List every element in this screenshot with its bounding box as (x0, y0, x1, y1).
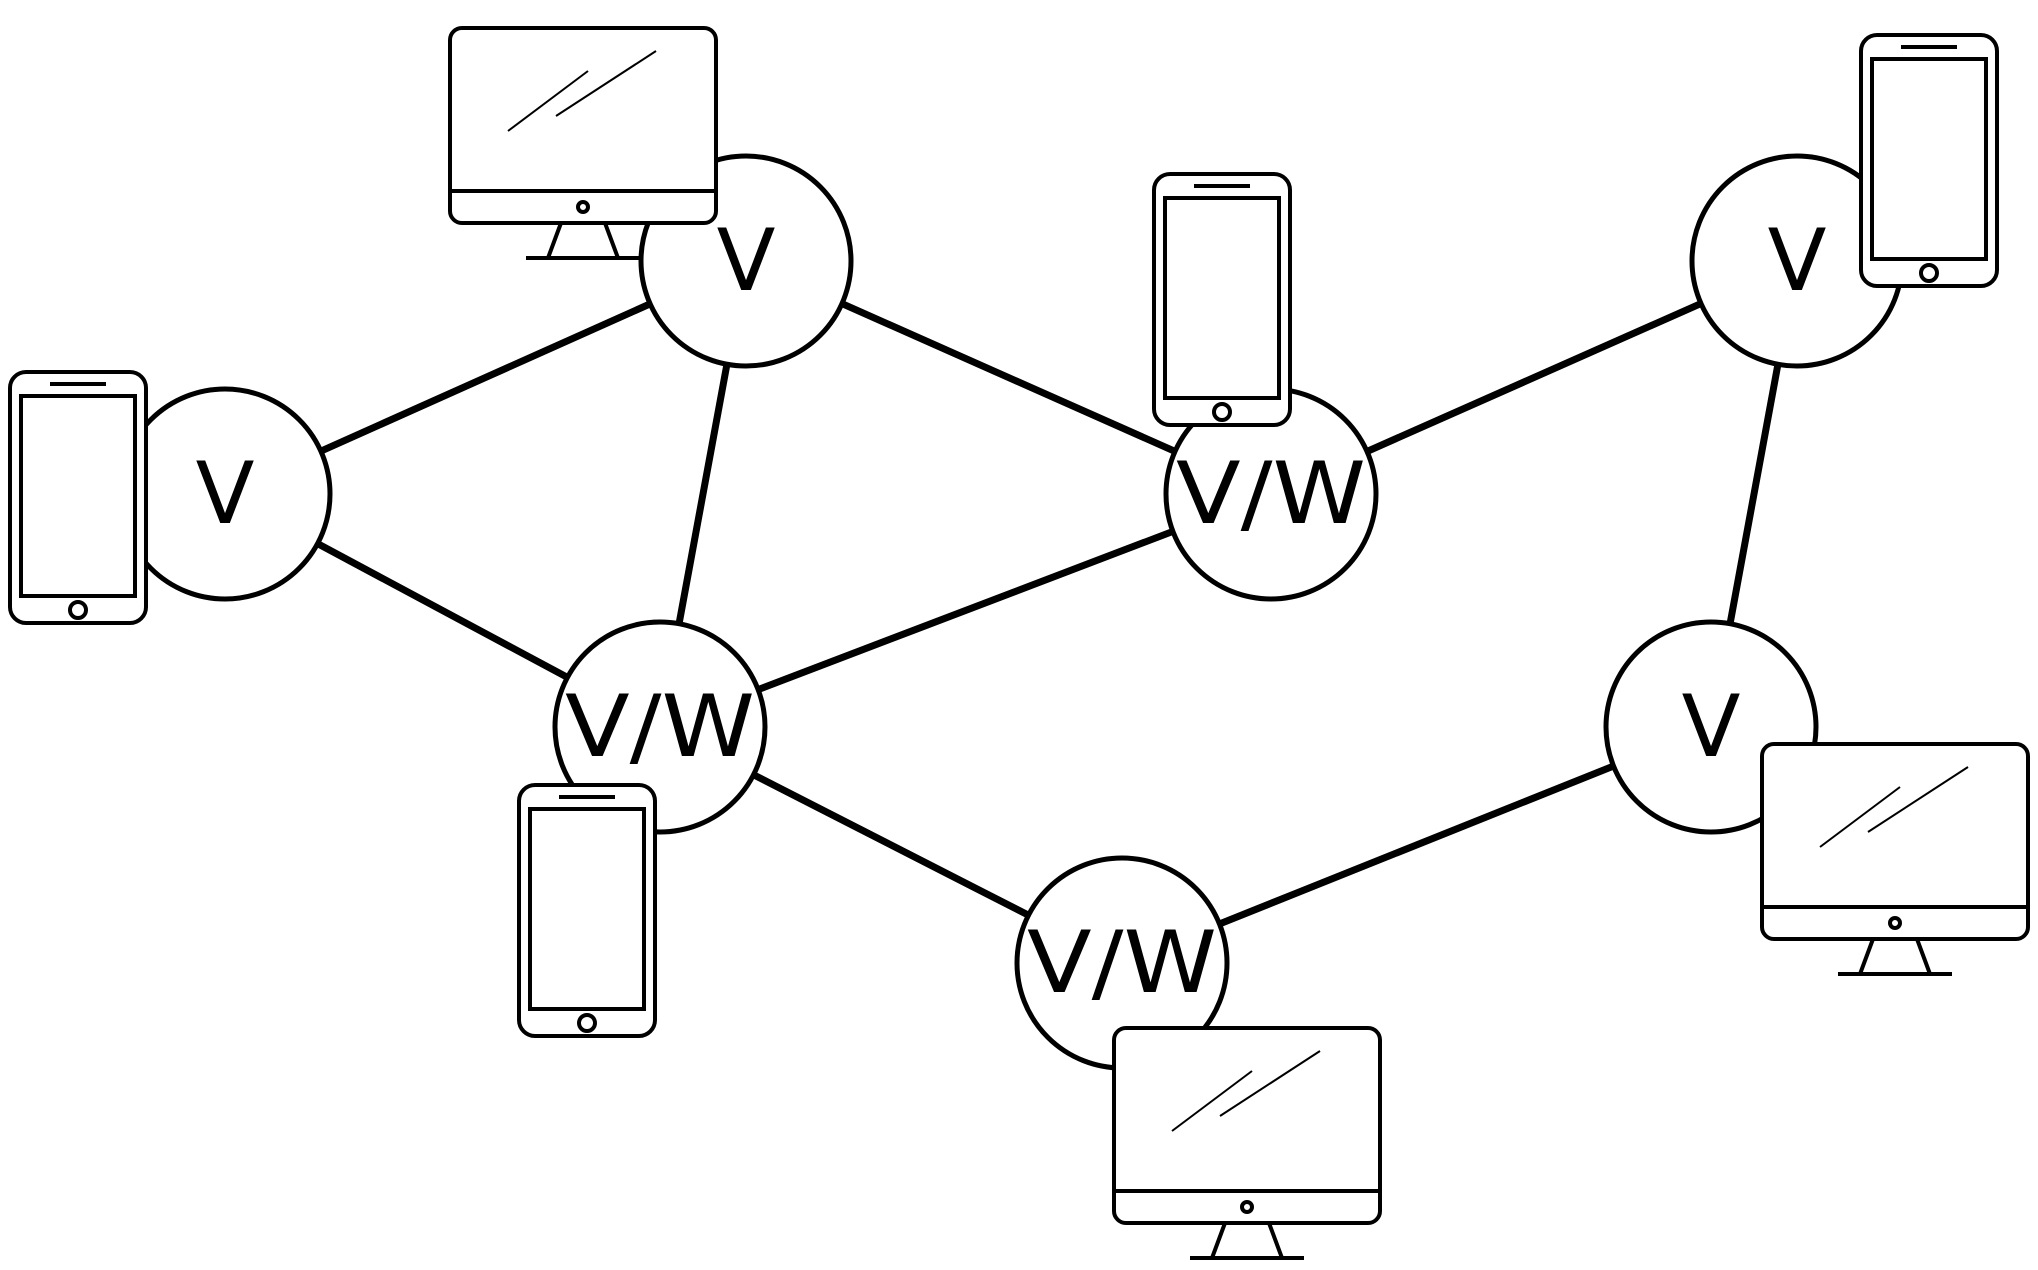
edges-layer (221, 257, 1801, 967)
phone-icon (1152, 172, 1292, 427)
phone-icon (8, 370, 148, 625)
node-n3: V/W (552, 619, 768, 835)
node-n2-label: V (717, 211, 776, 311)
node-n4-label: V/W (1176, 444, 1366, 544)
node-n1-label: V (196, 444, 255, 544)
node-n6-label: V (1682, 677, 1741, 777)
desktop-monitor-icon (1112, 1026, 1382, 1260)
edge-n3-n4 (656, 490, 1275, 731)
node-n4: V/W (1163, 386, 1379, 602)
phone-icon (517, 783, 657, 1038)
phone-icon (1859, 33, 1999, 288)
node-n1: V (117, 386, 333, 602)
desktop-monitor-icon (448, 26, 718, 260)
node-n5-label: V (1768, 211, 1827, 311)
node-n3-label: V/W (565, 677, 755, 777)
nodes-layer: V V V/W V/W V V V/W (117, 153, 1905, 1071)
desktop-monitor-icon (1760, 742, 2030, 976)
node-n7-label: V/W (1027, 913, 1217, 1013)
